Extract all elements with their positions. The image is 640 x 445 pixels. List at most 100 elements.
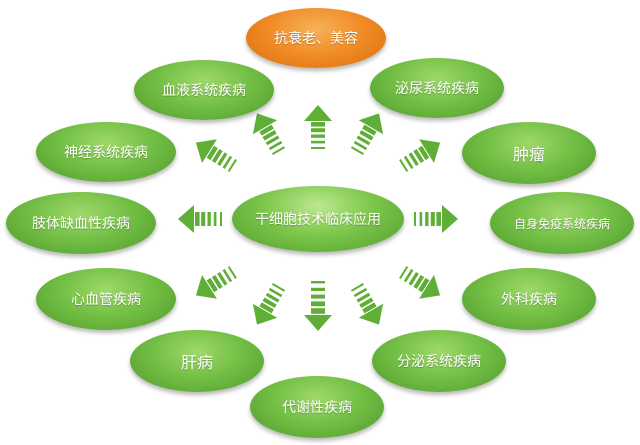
arrow-stripe	[414, 212, 416, 226]
arrow-stripe	[311, 287, 325, 292]
arrow-stripe	[359, 129, 374, 141]
arrow-stripe	[206, 277, 218, 293]
arrow-stripe	[217, 152, 228, 167]
arrow-stripe	[311, 134, 325, 138]
node-metabolic: 代谢性疾病	[250, 376, 384, 438]
arrow-stripe	[399, 266, 409, 279]
striped-arrow-icon	[414, 205, 458, 233]
arrow-stripe	[359, 297, 374, 309]
arrow-stripe	[311, 301, 325, 307]
arrow-stripe	[311, 281, 325, 284]
node-surgical: 外科疾病	[462, 268, 596, 330]
center-label: 干细胞技术临床应用	[255, 212, 381, 228]
arrow-stripe	[227, 159, 237, 172]
arrow-stripe	[227, 266, 237, 279]
arrow-head	[304, 105, 332, 121]
arrow-stripe	[350, 283, 365, 292]
arrow-head	[252, 303, 278, 325]
arrow-head	[178, 205, 194, 233]
arrow-stripe	[259, 302, 274, 314]
node-label: 自身免疫系统疾病	[513, 216, 610, 231]
arrow-stripe	[403, 269, 414, 283]
node-label: 抗衰老、美容	[274, 31, 358, 47]
arrow-stripe	[311, 128, 325, 133]
arrow-stripe	[259, 124, 274, 136]
arrow-head	[252, 113, 278, 135]
arrow-stripe	[403, 155, 414, 169]
striped-arrow-icon	[304, 105, 332, 149]
node-label: 神经系统疾病	[64, 145, 148, 161]
arrow-stripe	[265, 135, 280, 146]
arrow-stripe	[418, 277, 430, 293]
node-blood: 血液系统疾病	[134, 60, 274, 120]
node-limb-ischemia: 肢体缺血性疾病	[6, 192, 156, 254]
arrow-stripe	[419, 212, 423, 226]
arrow-stripe	[311, 140, 325, 144]
arrow-stripe	[206, 145, 218, 161]
arrow-stripe	[217, 271, 228, 286]
striped-arrow-icon	[304, 281, 332, 331]
arrow-stripe	[350, 146, 365, 155]
node-label: 血液系统疾病	[162, 83, 246, 99]
node-endocrine: 分泌系统疾病	[372, 330, 506, 392]
node-autoimmune: 自身免疫系统疾病	[490, 192, 634, 254]
striped-arrow-icon	[399, 266, 441, 299]
arrow-stripe	[311, 147, 325, 149]
node-label: 心血管疾病	[71, 292, 141, 308]
arrow-stripe	[436, 212, 441, 226]
arrow-stripe	[201, 212, 206, 226]
node-label: 分泌系统疾病	[397, 354, 481, 370]
striped-arrow-icon	[252, 113, 286, 155]
striped-arrow-icon	[195, 266, 237, 299]
arrow-head	[419, 274, 441, 299]
arrow-stripe	[356, 135, 371, 146]
arrow-stripe	[271, 283, 286, 292]
node-label: 代谢性疾病	[282, 400, 352, 416]
arrow-stripe	[413, 149, 425, 164]
arrow-head	[195, 274, 217, 299]
arrow-stripe	[268, 287, 283, 298]
arrow-head	[358, 113, 384, 135]
arrow-stripe	[425, 212, 429, 226]
striped-arrow-icon	[399, 139, 441, 172]
arrow-stripe	[362, 124, 377, 136]
arrow-head	[195, 139, 217, 164]
node-label: 泌尿系统疾病	[395, 81, 479, 97]
node-label: 肢体缺血性疾病	[32, 216, 130, 232]
arrow-stripe	[311, 122, 325, 127]
striped-arrow-icon	[350, 283, 384, 325]
arrow-stripe	[207, 212, 211, 226]
arrow-stripe	[262, 297, 277, 309]
arrow-head	[358, 303, 384, 325]
striped-arrow-icon	[350, 113, 384, 155]
node-urinary: 泌尿系统疾病	[370, 58, 504, 118]
arrow-stripe	[262, 129, 277, 141]
arrow-stripe	[265, 292, 280, 303]
arrow-stripe	[311, 294, 325, 299]
arrow-stripe	[353, 287, 368, 298]
arrow-stripe	[353, 140, 368, 151]
arrow-stripe	[268, 140, 283, 151]
node-label: 外科疾病	[501, 292, 557, 308]
node-tumor: 肿瘤	[462, 122, 596, 184]
arrow-stripe	[362, 302, 377, 314]
arrow-stripe	[211, 149, 223, 164]
striped-arrow-icon	[178, 205, 222, 233]
node-label: 肿瘤	[512, 145, 545, 164]
arrow-stripe	[211, 274, 223, 289]
striped-arrow-icon	[252, 283, 286, 325]
arrow-head	[419, 139, 441, 164]
arrow-stripe	[408, 271, 419, 286]
node-anti-aging: 抗衰老、美容	[246, 8, 386, 68]
arrow-stripe	[430, 212, 435, 226]
arrow-stripe	[418, 145, 430, 161]
arrow-stripe	[271, 146, 286, 155]
striped-arrow-icon	[195, 139, 237, 172]
node-nervous: 神经系统疾病	[36, 122, 176, 182]
arrow-stripe	[399, 159, 409, 172]
arrow-head	[442, 205, 458, 233]
arrow-head	[304, 315, 332, 331]
node-cardiovascular: 心血管疾病	[36, 268, 176, 330]
